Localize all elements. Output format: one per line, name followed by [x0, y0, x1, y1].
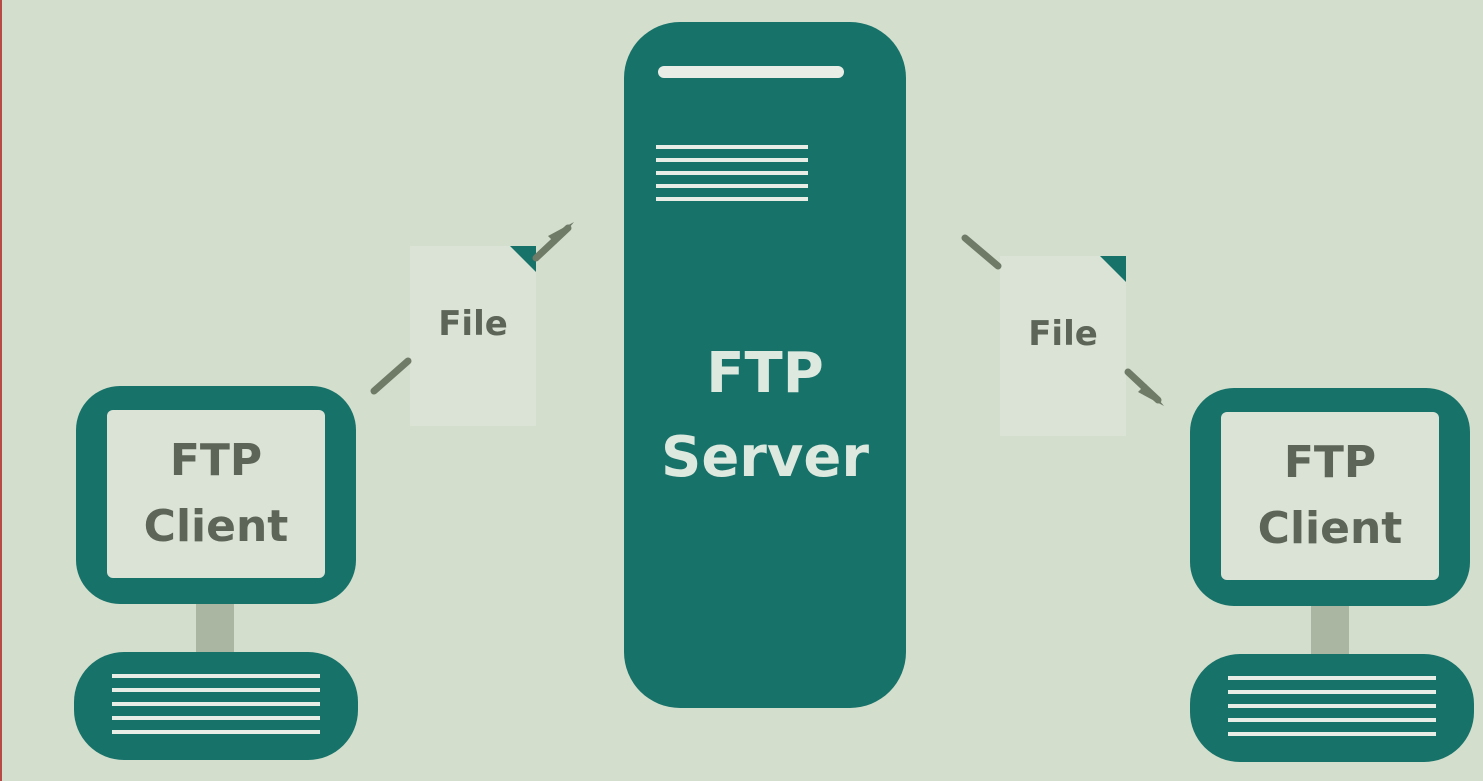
right-client-monitor-icon: FTP Client — [1190, 388, 1470, 606]
right-client-keyboard-icon — [1190, 654, 1474, 762]
left-client-stand — [196, 604, 234, 654]
left-file-label: File — [438, 304, 508, 344]
left-file-document-icon: File — [410, 246, 536, 426]
ftp-server-icon: FTP Server — [624, 22, 906, 708]
left-upload-arrow-icon — [532, 222, 574, 262]
right-file-document-icon: File — [1000, 256, 1126, 436]
right-client-screen: FTP Client — [1221, 412, 1439, 580]
right-file-label: File — [1028, 314, 1098, 354]
right-download-arrow-tail — [961, 234, 1002, 270]
left-keyboard-lines — [112, 674, 320, 744]
left-file-corner — [510, 246, 536, 272]
right-keyboard-lines — [1228, 676, 1436, 746]
right-client-stand — [1311, 606, 1349, 656]
right-file-corner — [1100, 256, 1126, 282]
left-upload-arrow-tail — [370, 357, 412, 395]
right-client-label: FTP Client — [1257, 437, 1403, 554]
left-client-monitor-icon: FTP Client — [76, 386, 356, 604]
left-client-label: FTP Client — [143, 435, 289, 552]
right-download-arrow-icon — [1124, 368, 1164, 406]
server-label: FTP Server — [660, 341, 870, 490]
left-client-keyboard-icon — [74, 652, 358, 760]
left-client-screen: FTP Client — [107, 410, 325, 578]
server-vents — [656, 145, 808, 201]
page-edge-accent — [0, 0, 2, 781]
server-top-bar — [658, 66, 844, 78]
